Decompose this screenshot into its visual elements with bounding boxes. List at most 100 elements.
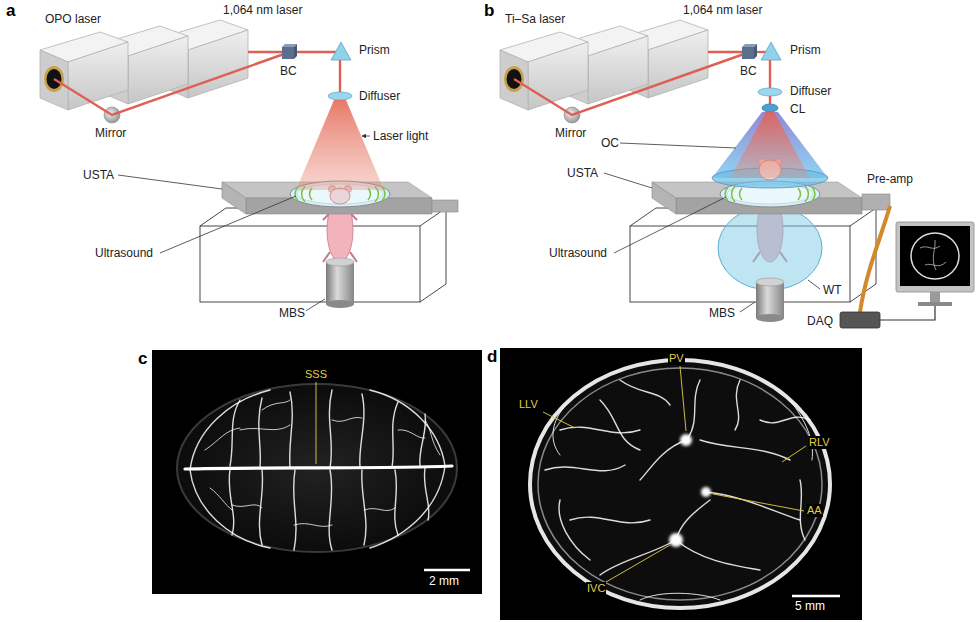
monitor <box>911 233 959 279</box>
brain-image <box>294 524 332 527</box>
mouse-holder <box>326 262 354 304</box>
leader-line <box>620 143 736 148</box>
body-cross-section-image <box>705 492 800 520</box>
panel-a-setup <box>40 20 458 312</box>
body-cross-section-image <box>559 500 590 560</box>
body-cross-section-image <box>570 517 650 523</box>
monitor <box>896 222 974 306</box>
beam-combiner <box>742 47 754 59</box>
leader-line <box>304 299 325 312</box>
part-label: USTA <box>566 166 599 180</box>
brain-image <box>152 350 482 594</box>
leader-line <box>543 412 575 428</box>
laser-beam <box>769 60 771 89</box>
scale-bar <box>792 595 840 598</box>
monitor <box>918 302 952 306</box>
beam-combiner <box>282 47 294 59</box>
part-label: Diffuser <box>358 89 401 103</box>
pre-amplifier <box>862 194 890 210</box>
brain-image <box>398 430 425 438</box>
leader-line <box>808 280 820 289</box>
brain-image <box>362 470 366 545</box>
leader-line <box>606 545 670 582</box>
brain-image <box>152 350 482 594</box>
ultrasound-waves <box>805 186 809 202</box>
body-cross-section-image <box>545 380 813 600</box>
leader-line <box>740 302 755 312</box>
part-label: Prism <box>789 43 822 57</box>
anatomy-label: SSS <box>304 368 328 381</box>
part-label: BC <box>279 64 298 78</box>
part-label: OC <box>600 136 620 150</box>
ultrasound-waves <box>725 187 728 201</box>
conical-lens <box>762 104 778 112</box>
brain-image <box>230 400 240 466</box>
part-label: Mirror <box>554 126 587 140</box>
part-label: Pre-amp <box>866 172 914 186</box>
brain-image <box>425 420 440 455</box>
panel-letter: c <box>138 350 147 368</box>
transducer-array-holder <box>432 200 458 212</box>
part-label: Laser light <box>372 129 429 143</box>
anatomy-label: LLV <box>518 398 539 411</box>
part-label: CL <box>789 102 806 116</box>
leader-line <box>680 366 686 431</box>
panel-letter: b <box>484 2 494 20</box>
brain-image <box>424 468 429 520</box>
mouse-holder <box>326 258 354 266</box>
body-cross-section-image <box>669 434 711 547</box>
leader-line <box>604 143 820 312</box>
body-cross-section-image <box>640 593 720 600</box>
tank-frame <box>200 208 226 226</box>
scale-bar <box>424 569 470 572</box>
mouse-holder <box>326 300 354 308</box>
tank-frame <box>200 226 420 302</box>
laser-beam <box>248 51 284 53</box>
diffuser <box>328 92 352 100</box>
water-tank <box>718 206 822 290</box>
tank-frame <box>630 208 656 226</box>
transducer-array-holder <box>652 182 676 214</box>
scale-label: 5 mm <box>794 599 826 613</box>
brain-image <box>190 470 270 548</box>
body-cross-section-image <box>600 400 640 450</box>
part-label: MBS <box>708 306 736 320</box>
image-panel: cSSS2 mm <box>152 350 482 594</box>
part-label: Prism <box>358 43 391 57</box>
monitor <box>900 226 970 286</box>
anatomy-label: RLV <box>808 436 831 449</box>
ultrasound-waves <box>740 188 743 200</box>
part-label: USTA <box>82 168 115 182</box>
body-cross-section-image <box>500 348 862 620</box>
body-cross-section-image <box>688 380 700 438</box>
body-cross-section-image <box>640 440 686 480</box>
leader-line <box>118 175 222 189</box>
part-label: Ti–Sa laser <box>504 12 566 26</box>
brain-image <box>262 400 290 410</box>
ultrasound-waves <box>812 187 815 201</box>
brain-image <box>395 470 398 535</box>
leader-line <box>614 197 726 253</box>
part-label: 1,064 nm laser <box>222 3 303 17</box>
brain-image <box>364 508 395 511</box>
leader-line <box>160 196 296 253</box>
brain-image <box>370 466 445 548</box>
image-panel: dLLVPVRLVAAIVC5 mm <box>500 348 862 620</box>
brain-image <box>232 505 262 508</box>
leader-line <box>713 494 804 511</box>
data-acquisition-box <box>840 312 880 328</box>
body-cross-section-image <box>553 405 566 455</box>
brain-image <box>360 394 364 467</box>
part-label: Mirror <box>94 126 127 140</box>
tank-frame <box>420 284 446 302</box>
scale-label: 2 mm <box>428 574 460 588</box>
leader-line <box>316 382 317 464</box>
ultrasound-waves <box>732 186 736 202</box>
transducer-array-holder <box>222 182 246 214</box>
panel-b-setup <box>500 20 974 328</box>
panel-letter: d <box>487 348 497 366</box>
optical-condenser <box>712 112 828 188</box>
ultrasound-waves <box>798 188 801 200</box>
mouse-holder <box>756 278 784 322</box>
